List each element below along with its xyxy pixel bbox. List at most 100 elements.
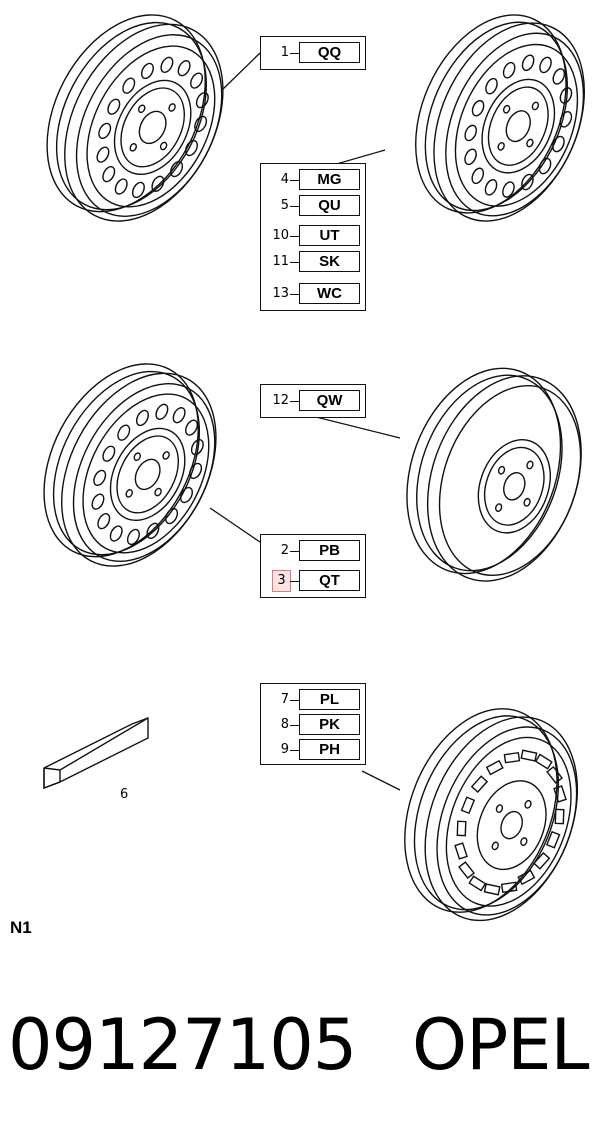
part-code[interactable]: WC: [299, 283, 360, 304]
vent-hole: [98, 122, 112, 140]
wheel-slot: [454, 842, 468, 860]
highlighted-item-number[interactable]: 3: [272, 570, 291, 592]
wheel-slot: [458, 861, 475, 880]
wheel-slot: [545, 830, 561, 849]
vent-hole: [185, 139, 199, 157]
vent-hole: [485, 77, 498, 95]
wheel-slot: [532, 851, 551, 870]
part-code[interactable]: PB: [299, 540, 360, 561]
callout-box-1: 1 QQ: [260, 36, 366, 70]
lug-hole: [154, 487, 162, 497]
callout-row: 13 WC: [261, 283, 365, 305]
wheel-slot: [500, 881, 518, 894]
vent-hole: [109, 525, 123, 542]
wheel-slot: [485, 759, 504, 776]
callout-box-2: 4 MG 5 QU 10 UT 11 SK 13 WC: [260, 163, 366, 311]
callout-box-4: 2 PB 3 QT: [260, 534, 366, 598]
callout-box-5: 7 PL 8 PK 9 PH: [260, 683, 366, 765]
vent-hole: [131, 181, 145, 199]
lug-hole: [502, 104, 511, 114]
vent-hole: [559, 111, 573, 128]
vent-hole: [91, 493, 105, 510]
lug-hole: [137, 104, 146, 114]
vent-hole: [146, 522, 160, 539]
wheel-slot: [503, 751, 521, 764]
lug-hole: [520, 837, 528, 846]
part-code[interactable]: QQ: [299, 42, 360, 63]
callout-row: 9 PH: [261, 739, 365, 761]
vent-hole: [165, 507, 179, 525]
vent-hole: [177, 60, 191, 77]
part-code[interactable]: PH: [299, 739, 360, 760]
steel-wheel-top-left: [46, 14, 224, 222]
vent-hole: [484, 179, 498, 196]
wheel-slot: [483, 883, 501, 896]
vent-hole: [194, 115, 208, 133]
vent-hole: [117, 424, 131, 441]
lug-hole: [497, 465, 506, 475]
vent-hole: [464, 148, 477, 166]
vent-hole: [552, 68, 566, 85]
lug-hole: [162, 451, 170, 460]
vent-hole: [190, 438, 204, 456]
wheel-slot: [456, 820, 467, 837]
vent-hole: [160, 56, 174, 73]
balance-weight-block: [43, 716, 149, 790]
part-code[interactable]: PK: [299, 714, 360, 735]
lug-hole: [168, 103, 176, 112]
part-code[interactable]: QT: [299, 570, 360, 591]
item-number: 1: [280, 45, 289, 60]
part-code[interactable]: MG: [299, 169, 360, 190]
callout-box-3: 12 QW: [260, 384, 366, 418]
lug-hole: [526, 138, 534, 148]
vent-hole: [559, 87, 573, 104]
part-code[interactable]: PL: [299, 689, 360, 710]
lug-hole: [491, 841, 499, 851]
wheel-slot: [553, 785, 567, 803]
wheel-slot: [468, 875, 487, 892]
callout-row: 8 PK: [261, 714, 365, 736]
part-code[interactable]: SK: [299, 251, 360, 272]
vent-hole: [471, 99, 485, 117]
part-code[interactable]: QU: [299, 195, 360, 216]
wheel-slot: [534, 753, 553, 770]
vent-hole: [502, 181, 515, 198]
part-number: 09127105: [8, 1004, 357, 1086]
vent-hole: [538, 157, 552, 175]
callout-row: 3 QT: [261, 570, 365, 592]
vent-hole: [552, 135, 565, 153]
lug-hole: [526, 460, 534, 470]
vent-hole: [502, 61, 516, 79]
wheel-slot: [546, 765, 564, 784]
lug-hole: [133, 452, 141, 462]
slotted-wheel-bottom-right: [404, 708, 579, 922]
callout-row: 11 SK: [261, 251, 365, 273]
part-code[interactable]: UT: [299, 225, 360, 246]
vent-hole: [189, 462, 203, 480]
vent-hole: [107, 98, 121, 115]
lug-hole: [159, 141, 168, 151]
vent-hole: [96, 146, 110, 163]
part-code[interactable]: QW: [299, 390, 360, 411]
callout-row: 2 PB: [261, 540, 365, 562]
steel-wheel-top-right: [415, 14, 585, 222]
brand-name: OPEL: [412, 1004, 590, 1086]
vent-hole: [151, 175, 165, 192]
vent-hole: [114, 178, 128, 195]
steel-wheel-middle-left: [43, 363, 217, 567]
vent-hole: [172, 407, 186, 424]
vent-hole: [122, 77, 136, 94]
callout-row: 5 QU: [261, 195, 365, 217]
vent-hole: [471, 167, 485, 185]
vent-hole: [135, 409, 149, 427]
section-label: N1: [10, 918, 32, 937]
lug-hole: [125, 489, 133, 498]
callout-row: 12 QW: [261, 390, 365, 412]
vent-hole: [195, 91, 209, 109]
vent-hole: [521, 173, 534, 191]
vent-hole: [185, 419, 199, 436]
vent-hole: [126, 528, 140, 546]
vent-hole: [170, 160, 184, 178]
